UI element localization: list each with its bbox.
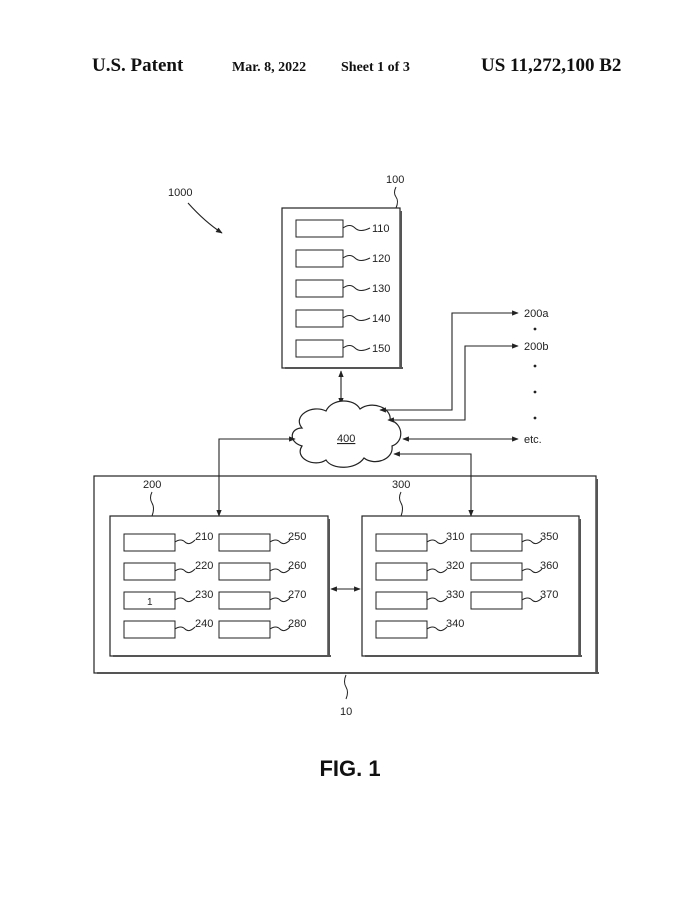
- right-module-box: [471, 563, 522, 580]
- right-module-label: 310: [446, 531, 464, 543]
- server-module-label: 120: [372, 253, 390, 265]
- left-module-box: [124, 563, 175, 580]
- server-module-label: 110: [372, 223, 390, 235]
- left-module-box: [219, 534, 270, 551]
- left-module-box: [124, 534, 175, 551]
- right-module-label: 340: [446, 618, 464, 630]
- link-200b: [388, 346, 518, 420]
- left-module-label: 220: [195, 560, 213, 572]
- left-module-box: [219, 592, 270, 609]
- right-module-label: 320: [446, 560, 464, 572]
- right-unit-ref-leader: [400, 492, 403, 516]
- server-ref-leader: [395, 187, 398, 208]
- left-module-label: 210: [195, 531, 213, 543]
- external-200a-label: 200a: [524, 308, 549, 320]
- right-module-box: [471, 534, 522, 551]
- right-module-label: 360: [540, 560, 558, 572]
- right-module-box: [376, 563, 427, 580]
- system-ref-label: 1000: [168, 187, 192, 199]
- server-module-box: [296, 280, 343, 297]
- device-ref-leader: [345, 675, 348, 699]
- left-unit-ref-leader: [151, 492, 154, 516]
- right-module-label: 350: [540, 531, 558, 543]
- left-module-box: [219, 563, 270, 580]
- left-module-label: 230: [195, 589, 213, 601]
- left-unit-ref-label: 200: [143, 479, 161, 491]
- left-module-label: 280: [288, 618, 306, 630]
- left-module-box: [124, 621, 175, 638]
- network-left-unit-link: [219, 439, 295, 516]
- server-module-box: [296, 250, 343, 267]
- right-module-box: [471, 592, 522, 609]
- left-module-label: 270: [288, 589, 306, 601]
- right-module-box: [376, 592, 427, 609]
- system-ref-arrow: [188, 203, 222, 233]
- right-unit-ref-label: 300: [392, 479, 410, 491]
- left-module-box: [219, 621, 270, 638]
- network-ref-label: 400: [337, 433, 355, 445]
- server-module-box: [296, 220, 343, 237]
- server-ref-label: 100: [386, 174, 404, 186]
- server-module-label: 140: [372, 313, 390, 325]
- left-module-label: 240: [195, 618, 213, 630]
- external-etc-label: etc.: [524, 434, 542, 446]
- left-module-label: 260: [288, 560, 306, 572]
- external-200b-label: 200b: [524, 341, 548, 353]
- server-module-box: [296, 340, 343, 357]
- left-module-inner-text: 1: [147, 597, 153, 608]
- right-module-box: [376, 621, 427, 638]
- left-module-label: 250: [288, 531, 306, 543]
- device-ref-label: 10: [340, 706, 352, 718]
- right-module-label: 330: [446, 589, 464, 601]
- server-module-box: [296, 310, 343, 327]
- right-module-box: [376, 534, 427, 551]
- right-module-label: 370: [540, 589, 558, 601]
- figure-label: FIG. 1: [0, 756, 700, 782]
- server-module-label: 150: [372, 343, 390, 355]
- server-module-label: 130: [372, 283, 390, 295]
